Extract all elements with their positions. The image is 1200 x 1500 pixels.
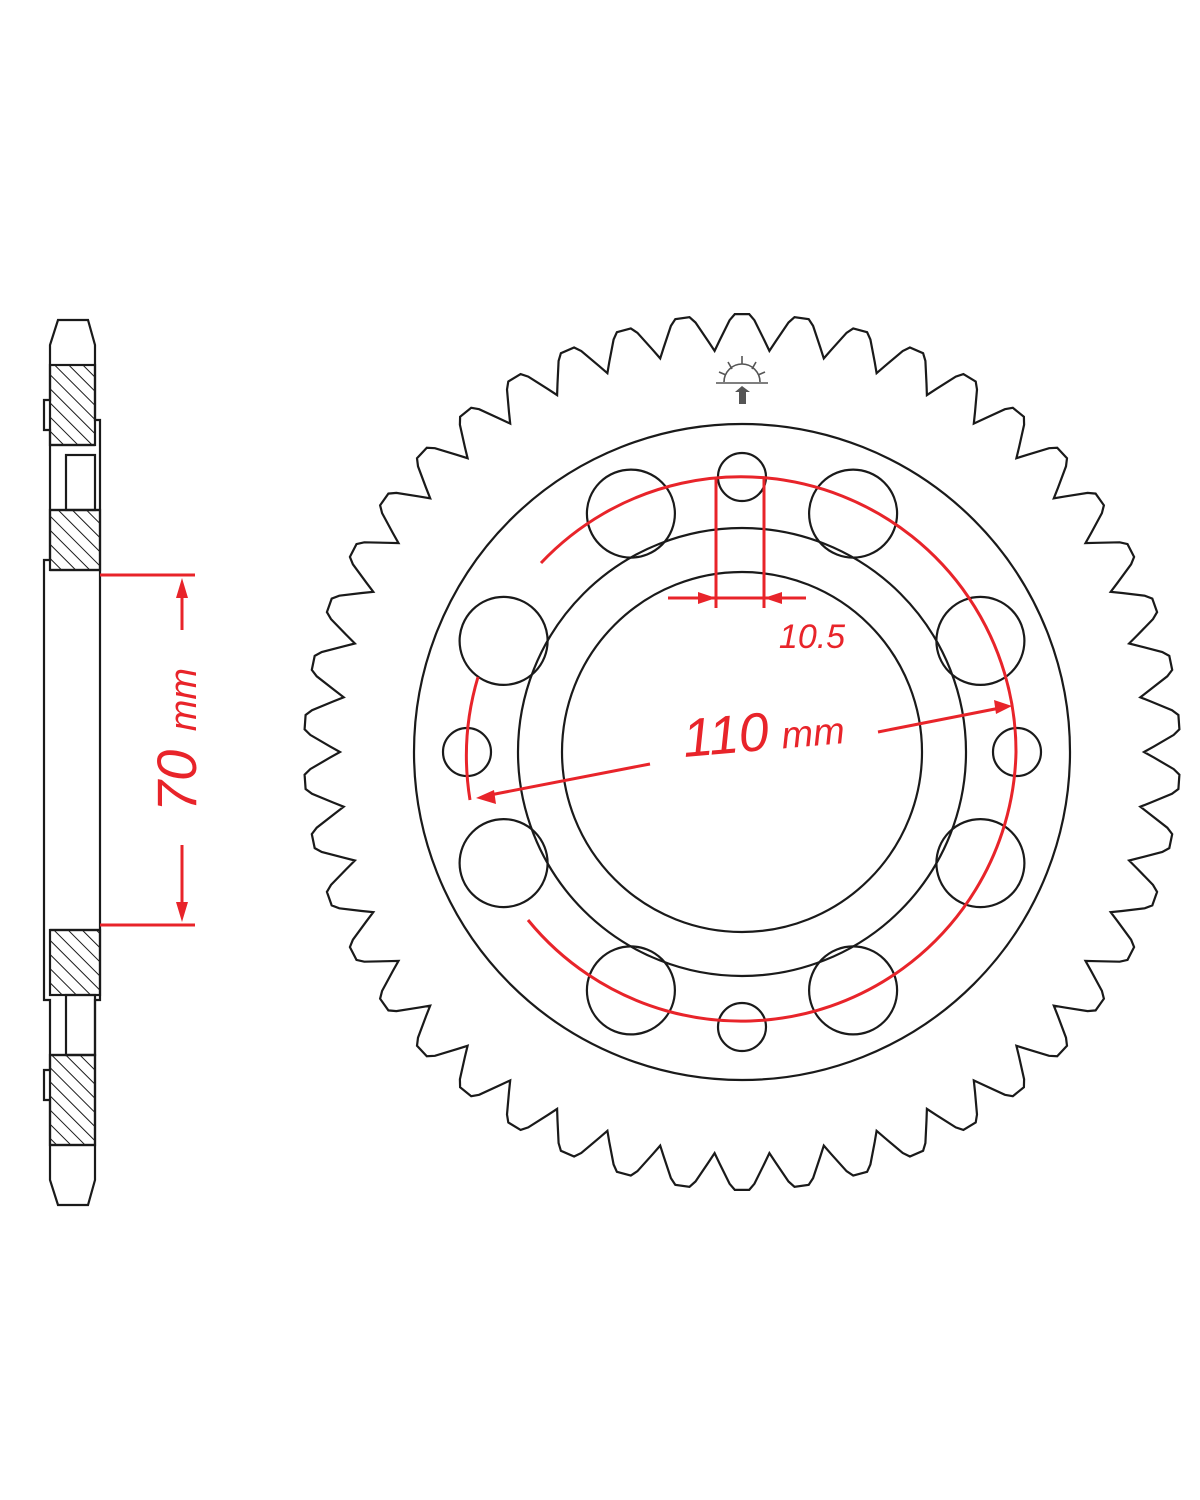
side-slot-bottom bbox=[64, 993, 97, 1057]
front-view bbox=[303, 313, 1181, 1191]
lightening-hole bbox=[935, 595, 1026, 687]
bolt-circle-arc-upper bbox=[539, 475, 1018, 753]
bore-dimension-unit: mm bbox=[163, 668, 205, 731]
side-profile-outline bbox=[42, 318, 102, 1207]
bolt-hole bbox=[716, 1001, 768, 1053]
hole-size-label: 10.5 bbox=[779, 618, 845, 656]
front-dimensions bbox=[464, 475, 1018, 1023]
hatch-section-bottom-2 bbox=[48, 1053, 97, 1147]
lightening-hole bbox=[458, 595, 549, 687]
hub-outer-ring bbox=[412, 422, 1072, 1082]
bolt-circle-label: 110 mm bbox=[680, 695, 846, 769]
lightening-holes bbox=[458, 468, 1026, 1036]
bore-dimension-label: 70 mm bbox=[145, 668, 208, 812]
lightening-hole bbox=[935, 817, 1026, 909]
bolt-circle-arc-left bbox=[464, 676, 480, 801]
hatch-section-top-1 bbox=[48, 363, 97, 447]
bolt-circle-leader-right bbox=[877, 706, 1001, 734]
hub-inner-ring bbox=[516, 526, 968, 978]
hatch-section-bottom-1 bbox=[48, 928, 102, 997]
bolt-circle-unit: mm bbox=[780, 710, 847, 757]
lightening-hole bbox=[807, 468, 899, 559]
sprocket-teeth-outline bbox=[303, 313, 1181, 1191]
hatch-section-top-2 bbox=[48, 508, 102, 572]
side-section-view bbox=[42, 318, 102, 1207]
side-slot-top bbox=[64, 453, 97, 512]
brand-logo-icon bbox=[716, 356, 768, 404]
lightening-hole bbox=[585, 468, 677, 559]
bolt-circle-leader-left bbox=[489, 762, 651, 797]
bore-dimension-value: 70 bbox=[145, 750, 208, 812]
bolt-circle-value: 110 bbox=[680, 702, 771, 769]
lightening-hole bbox=[585, 945, 677, 1036]
lightening-hole bbox=[458, 817, 549, 909]
bore-dimension bbox=[100, 573, 195, 927]
bolt-hole bbox=[991, 726, 1043, 778]
lightening-hole bbox=[807, 945, 899, 1036]
bolt-circle-arc-lower bbox=[526, 751, 1018, 1023]
center-bore bbox=[560, 570, 924, 934]
